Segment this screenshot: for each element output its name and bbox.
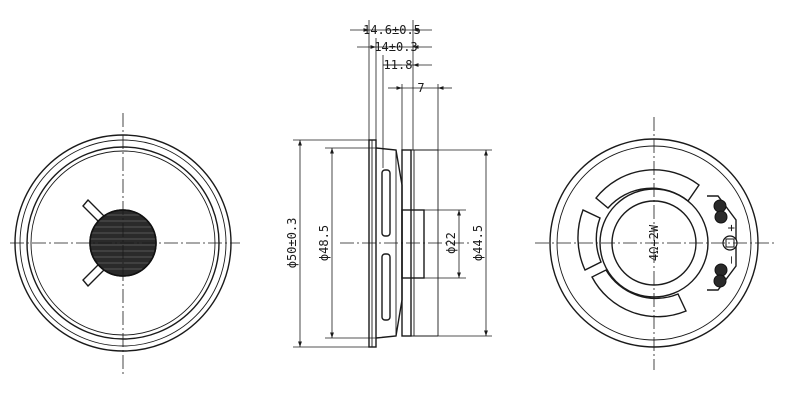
dim-magnet-depth: 11.8 [384, 58, 413, 72]
dim-frame-diameter: ϕ48.5 [317, 225, 331, 261]
minus-mark: — [724, 256, 738, 264]
front-view [10, 113, 240, 375]
terminal-minus [713, 263, 728, 288]
dim-total-depth: 14.6±0.5 [363, 23, 421, 37]
side-window-top [381, 169, 391, 237]
rear-window-left [577, 209, 602, 271]
rear-view: 4Ω+2W + — [535, 117, 775, 370]
dim-body-depth: 14±0.3 [374, 40, 417, 54]
side-window-bottom [381, 253, 391, 321]
dim-inner-diameter: ϕ44.5 [471, 225, 485, 261]
dim-outer-diameter: ϕ50±0.3 [285, 218, 299, 269]
dim-magnet-offset: 7 [417, 81, 424, 95]
side-front-flange [368, 139, 377, 348]
terminal-plus [713, 199, 728, 224]
rear-window-top [595, 169, 700, 209]
side-view: 14.6±0.5 14±0.3 11.8 7 ϕ50±0.3 ϕ48.5 ϕ22 [285, 20, 492, 348]
rear-window-bottom [591, 269, 687, 318]
plus-mark: + [724, 224, 738, 231]
side-magnet [401, 209, 425, 279]
dim-magnet-diameter: ϕ22 [444, 232, 458, 254]
